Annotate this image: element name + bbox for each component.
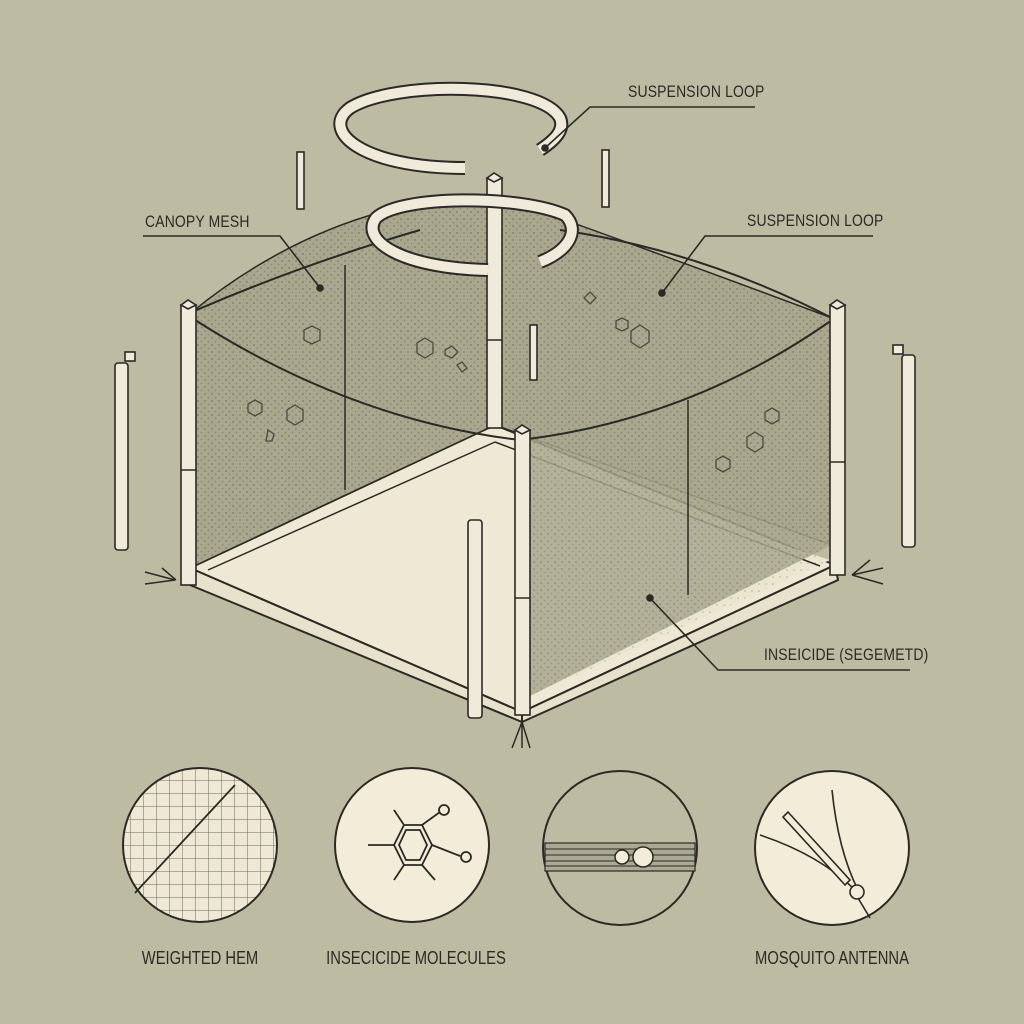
caption-insecticide-molecules: INSECICIDE MOLECULES (326, 948, 506, 968)
detail-mosquito-antenna (754, 770, 910, 926)
post-left (180, 304, 197, 586)
callout-suspension-loop-right: SUSPENSION LOOP (747, 211, 884, 230)
post-back (486, 177, 503, 429)
callout-leaders (143, 106, 910, 671)
detail-seam-clip (542, 770, 698, 926)
post-right (829, 304, 846, 576)
detail-insecticide-molecules (334, 767, 490, 923)
corner-posts (179, 172, 847, 716)
molecule-sketches (247, 291, 780, 473)
ground-stakes (144, 559, 884, 749)
callout-suspension-loop-top: SUSPENSION LOOP (628, 82, 765, 101)
post-front (514, 429, 531, 716)
callout-insecticide-segmented: INSEICIDE (SEGEMETD) (764, 645, 929, 664)
callout-canopy-mesh: CANOPY MESH (145, 212, 250, 231)
suspension-loop-lower (365, 193, 579, 277)
caption-mosquito-antenna: MOSQUITO ANTENNA (755, 948, 909, 968)
caption-weighted-hem: WEIGHTED HEM (141, 948, 259, 968)
detail-weighted-hem (122, 767, 278, 923)
loose-poles (114, 149, 916, 719)
suspension-loop-top (333, 81, 569, 175)
